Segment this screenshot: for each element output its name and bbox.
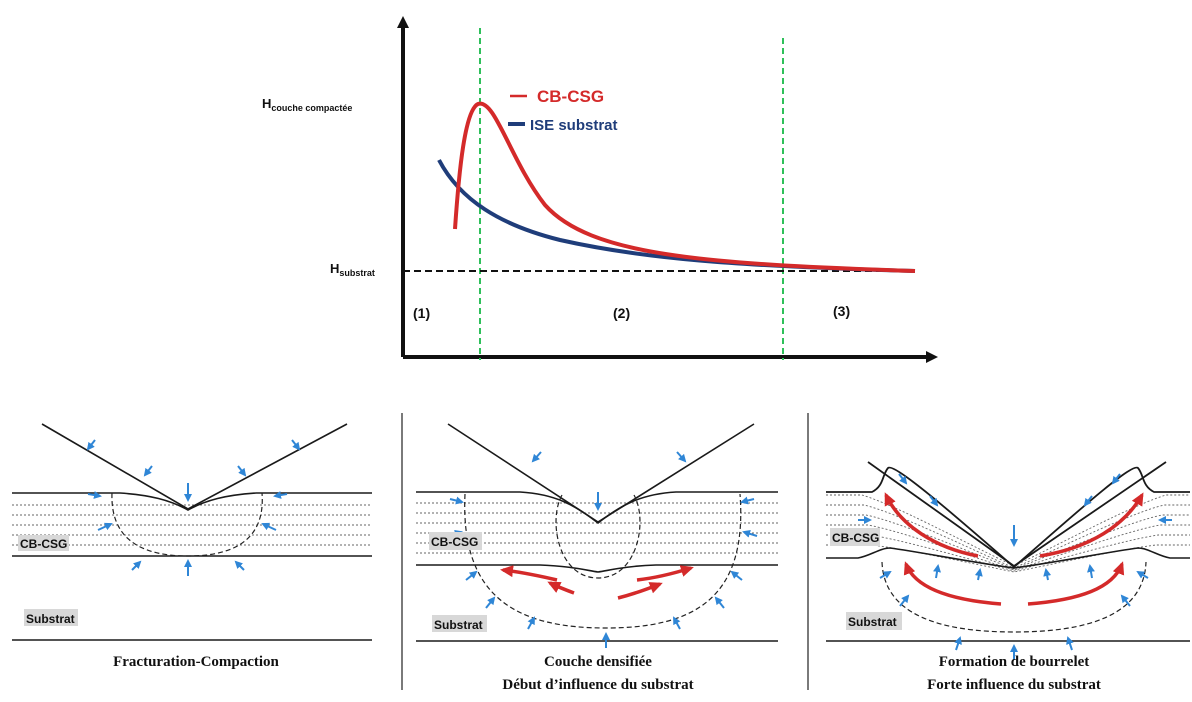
layer-label-bg: [429, 532, 482, 550]
indenter: [447, 423, 755, 523]
panel-densified: CB-CSG Substrat Couche densifiée Début d…: [416, 423, 778, 693]
region-label-2: (2): [613, 305, 630, 321]
substrate-label: Substrat: [848, 615, 897, 629]
layer-label: CB-CSG: [20, 537, 67, 551]
substrate-label-bg: [846, 612, 902, 630]
flow-arrows: [884, 492, 1144, 606]
y-label-top: Hcouche compactée: [262, 96, 352, 113]
layer-label-bg: [18, 535, 69, 551]
substrate-label-bg: [432, 615, 487, 632]
plastic-zone: [881, 561, 1147, 633]
caption-line-1: Formation de bourrelet: [939, 654, 1090, 670]
panel-fracturation: CB-CSG Substrat Fracturation-Compaction: [12, 423, 372, 670]
layer-hatching: [12, 504, 372, 546]
layer-bottom-surface: [416, 564, 778, 573]
layer-label: CB-CSG: [431, 535, 478, 549]
force-arrows: [858, 473, 1172, 660]
caption-line-2: Forte influence du substrat: [927, 677, 1101, 693]
legend-label-cb-csg: CB-CSG: [537, 87, 604, 106]
panel-bulge: CB-CSG Substrat Formation de bourrelet F…: [826, 461, 1190, 693]
caption-line-2: Début d’influence du substrat: [502, 677, 693, 693]
force-arrows: [447, 451, 758, 648]
cb-csg-curve: [453, 101, 916, 273]
layer-top-surface: [12, 492, 372, 511]
flow-arrows: [500, 565, 694, 600]
force-arrows: [86, 439, 301, 576]
substrate-label: Substrat: [26, 612, 75, 626]
layer-bottom-surface: [826, 547, 1190, 569]
region-label-3: (3): [833, 303, 850, 319]
indenter: [41, 423, 348, 510]
caption-line-1: Couche densifiée: [544, 654, 652, 670]
layer-top-surface: [416, 491, 778, 525]
layer-label: CB-CSG: [832, 531, 879, 545]
region-label-1: (1): [413, 305, 430, 321]
plastic-zone: [111, 492, 263, 557]
legend: CB-CSG ISE substrat: [508, 87, 618, 134]
hardness-chart: Hcouche compactée Hsubstrat CB-CSG ISE s…: [262, 16, 938, 363]
layer-label-bg: [830, 528, 880, 546]
caption-line-1: Fracturation-Compaction: [113, 654, 279, 670]
plastic-zone: [464, 493, 742, 629]
substrate-label: Substrat: [434, 618, 483, 632]
indenter: [867, 461, 1167, 568]
legend-label-ise: ISE substrat: [530, 117, 618, 134]
y-label-bottom: Hsubstrat: [330, 261, 375, 278]
densified-zone: [555, 494, 641, 579]
substrate-label-bg: [24, 609, 78, 626]
